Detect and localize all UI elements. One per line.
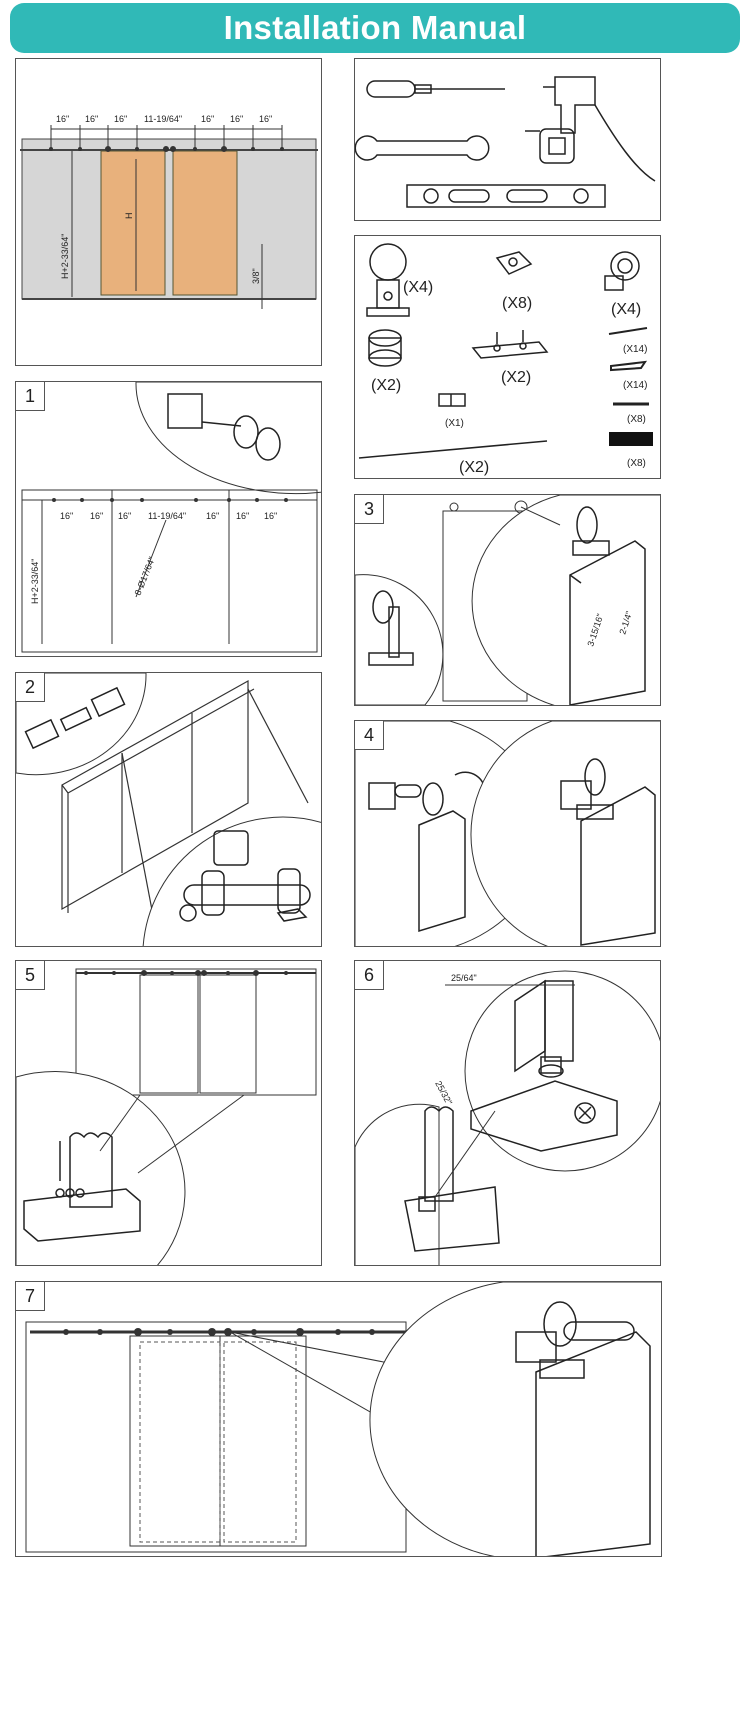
- door-height-label: H: [124, 213, 134, 220]
- spacing-6: 16": [236, 511, 249, 521]
- step-number: 3: [355, 495, 384, 524]
- step-number: 2: [16, 673, 45, 702]
- tape-icon: [609, 432, 653, 446]
- drill-icon: [543, 76, 656, 182]
- step-2-panel: 2: [15, 672, 322, 947]
- overview-drawing: 16" 16" 16" 11-19/64" 16" 16" 16" H+2-33…: [20, 114, 318, 309]
- wall-3d: [61, 679, 309, 932]
- spacing-1: 16": [56, 114, 69, 124]
- step-number: 7: [16, 1282, 45, 1311]
- spacer-qty: (X8): [502, 295, 532, 312]
- bracket-assembly-detail: [179, 830, 311, 922]
- door-right: [172, 150, 238, 296]
- stopper-icon: [366, 243, 410, 317]
- final-hanger-detail: [515, 1301, 651, 1556]
- bracket-detail: [167, 393, 281, 461]
- spacing-2: 16": [90, 511, 103, 521]
- wall: [21, 138, 317, 300]
- spacing-6: 16": [230, 114, 243, 124]
- step-4-panel: 4: [354, 720, 661, 947]
- floor-guide-icon: [368, 329, 402, 367]
- dim-a-label: 25/64": [451, 973, 477, 983]
- wall-outline: [21, 489, 318, 653]
- step-4-drawing: [355, 721, 660, 946]
- screwdriver-icon: [366, 80, 505, 98]
- spacing-3: 16": [114, 114, 127, 124]
- parts-drawing: (X4) (X8) (X4) (X2) (X2) (X14) (X14) (X8…: [358, 243, 653, 476]
- step-number: 1: [16, 382, 45, 411]
- rail-connector-detail: [24, 686, 126, 750]
- step-1-drawing: 16" 16" 16" 11-19/64" 16" 16" 16" H+2-33…: [21, 382, 321, 653]
- step-6-panel: 6 25/64" 25/32": [354, 960, 661, 1266]
- height-label: H+2-33/64": [30, 559, 40, 604]
- step-6-drawing: 25/64" 25/32": [355, 970, 660, 1265]
- step-5-drawing: [16, 968, 317, 1265]
- step-7-panel: 7: [15, 1281, 662, 1557]
- holes-label: 8-Ø17/64": [133, 555, 158, 597]
- spacing-5: 16": [201, 114, 214, 124]
- step-5-panel: 5: [15, 960, 322, 1266]
- door-edge-detail: [569, 506, 646, 705]
- spacer-icon: [495, 251, 533, 275]
- tools-panel: [354, 58, 661, 221]
- spacing-7: 16": [264, 511, 277, 521]
- spacing-2: 16": [85, 114, 98, 124]
- stopper-qty: (X4): [403, 279, 433, 296]
- connector-qty: (X1): [445, 418, 464, 429]
- tools-drawing: [355, 76, 656, 208]
- step-number: 4: [355, 721, 384, 750]
- spacing-1: 16": [60, 511, 73, 521]
- step-1-panel: 1 16" 16" 16" 11-19/64" 16" 16" 16" H+2-…: [15, 381, 322, 657]
- floor-gap-label: 3/8": [251, 268, 261, 284]
- wrench-icon: [355, 135, 490, 161]
- rail-icon: [358, 440, 548, 459]
- spacing-3: 16": [118, 511, 131, 521]
- hanger-detail: [368, 590, 414, 666]
- door-bottom-detail: [404, 1106, 500, 1252]
- spacing-5: 16": [206, 511, 219, 521]
- rail-qty: (X2): [459, 459, 489, 476]
- spacing-4: 11-19/64": [144, 114, 182, 124]
- anchor-qty: (X14): [623, 380, 647, 391]
- step-7-drawing: [25, 1282, 661, 1556]
- door-left: [100, 150, 166, 296]
- step-3-panel: 3 3-15/16" 2-1/4": [354, 494, 661, 706]
- anchor-icon: [610, 360, 648, 372]
- spacing-4: 11-19/64": [148, 511, 186, 521]
- anti-jump-icon: [604, 251, 640, 291]
- connector-icon: [438, 393, 466, 407]
- hanger-plate-qty: (X2): [501, 369, 531, 386]
- spacing-7: 16": [259, 114, 272, 124]
- door-left: [139, 974, 199, 1094]
- step-number: 6: [355, 961, 384, 990]
- screw-long-qty: (X14): [623, 344, 647, 355]
- step-3-drawing: 3-15/16" 2-1/4": [355, 495, 660, 705]
- dim-b-label: 25/32": [433, 1079, 454, 1106]
- screw-flat-qty: (X8): [627, 414, 646, 425]
- mounted-door-detail: [560, 758, 656, 946]
- floor-guide-closeup: [470, 979, 618, 1152]
- tape-qty: (X8): [627, 458, 646, 469]
- anti-jump-qty: (X4): [611, 301, 641, 318]
- floor-guide-qty: (X2): [371, 377, 401, 394]
- overview-panel: 16" 16" 16" 11-19/64" 16" 16" 16" H+2-33…: [15, 58, 322, 366]
- height-total-label: H+2-33/64": [60, 234, 70, 279]
- parts-panel: (X4) (X8) (X4) (X2) (X2) (X14) (X14) (X8…: [354, 235, 661, 479]
- manual-title: Installation Manual: [10, 3, 740, 53]
- hanger-plate-icon: [471, 330, 549, 359]
- floor-guide-detail: [23, 1132, 141, 1242]
- tape-measure-icon: [525, 128, 575, 164]
- step-number: 5: [16, 961, 45, 990]
- door-right: [199, 974, 257, 1094]
- step-2-drawing: [16, 673, 321, 946]
- level-icon: [406, 184, 606, 208]
- wall-outline: [25, 1321, 407, 1553]
- screw-long-icon: [608, 327, 648, 335]
